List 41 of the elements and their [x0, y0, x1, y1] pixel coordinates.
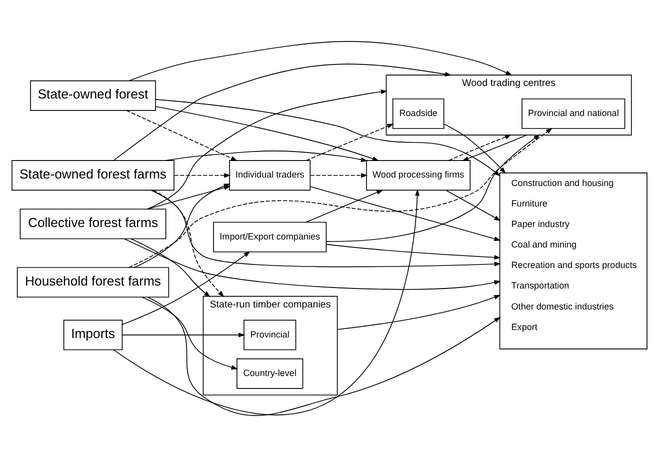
arrow — [128, 41, 512, 82]
arrow — [152, 190, 224, 298]
arrow — [122, 332, 246, 338]
arrow — [146, 89, 388, 210]
node-box: Individual traders — [229, 160, 311, 191]
arrow — [174, 173, 231, 178]
node-box: Provincial and national — [522, 98, 626, 129]
arrow — [126, 110, 238, 162]
node-box: Household forest farms — [16, 267, 170, 298]
arrow — [122, 251, 250, 325]
arrow — [444, 124, 506, 174]
arrow — [147, 296, 501, 416]
arrow — [445, 190, 501, 221]
arrow — [448, 134, 512, 161]
arrow — [150, 190, 501, 268]
arrow — [326, 134, 540, 242]
arrow — [310, 186, 501, 242]
arrow — [113, 64, 452, 161]
arrow — [306, 124, 394, 161]
node-box: Wood processing firms — [366, 160, 471, 191]
arrow — [336, 294, 501, 330]
node-box: Collective forest farms — [20, 208, 166, 240]
node-box: Country-level — [236, 358, 304, 389]
arrow — [142, 296, 238, 370]
arrow — [113, 189, 420, 416]
arrow — [130, 238, 210, 298]
node-box: State-owned forest farms — [12, 160, 174, 191]
node-box: Roadside — [392, 98, 444, 129]
arrow — [462, 134, 527, 161]
node-box: State-owned forest — [30, 80, 156, 111]
arrow — [310, 173, 368, 178]
arrow — [128, 128, 552, 268]
arrow — [306, 190, 384, 223]
node-box: Provincial — [244, 320, 296, 350]
arrow — [124, 238, 501, 290]
arrow — [155, 106, 380, 161]
arrow — [326, 244, 501, 260]
node-box: Imports — [63, 320, 123, 350]
node-box: Import/Export companies — [213, 222, 327, 252]
arrow — [165, 150, 368, 162]
node-box: Construction and housing Furniture Paper industry Coal and mining Recreation and sports products Transportation Other domestic industries Export — [499, 172, 648, 350]
